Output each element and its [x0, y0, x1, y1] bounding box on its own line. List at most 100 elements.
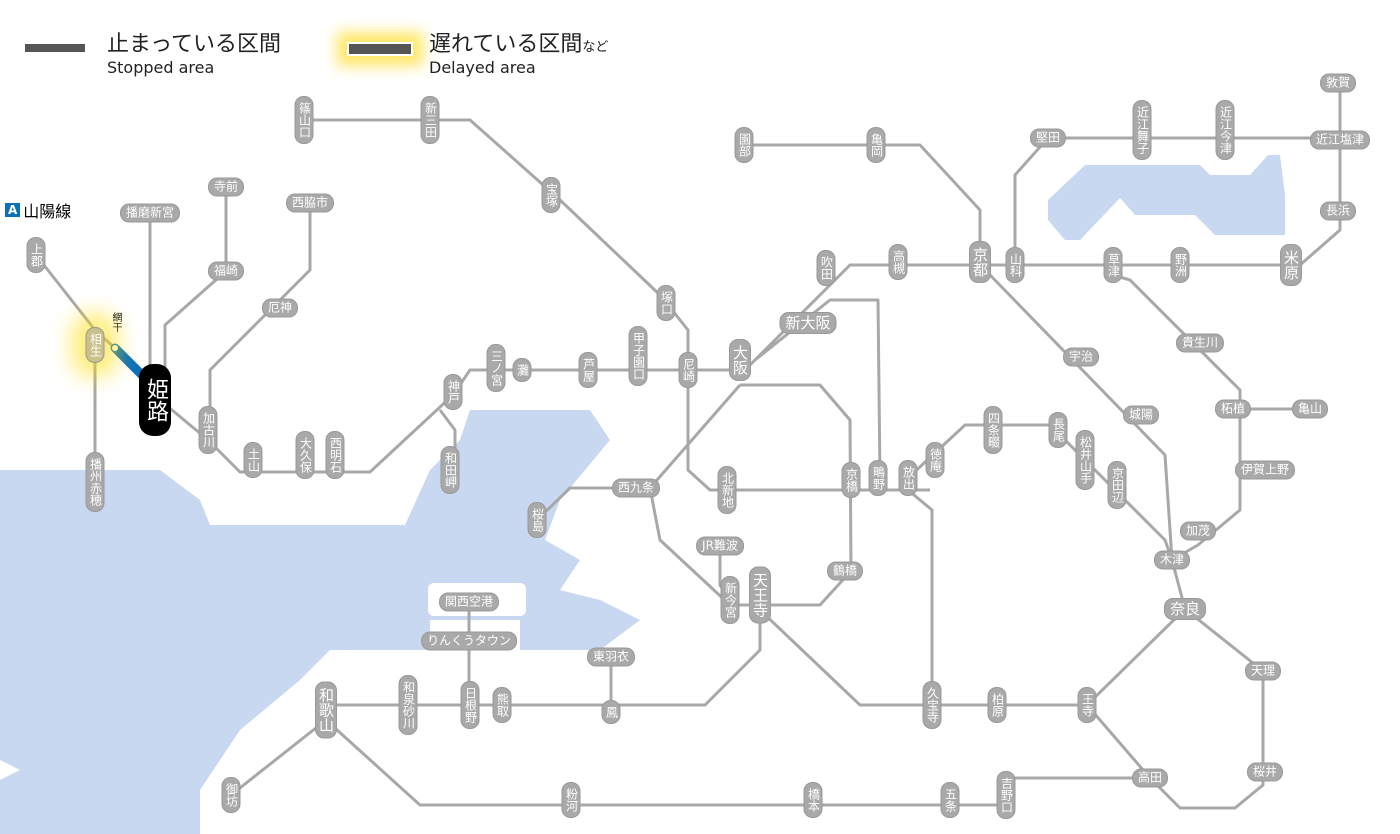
station-jrnamba[interactable]: JR難波: [696, 536, 744, 556]
station-shinsanda[interactable]: 新三田: [420, 96, 440, 144]
station-sannomiya[interactable]: 三ノ宮: [486, 344, 506, 392]
station-kyoto[interactable]: 京都: [969, 241, 991, 283]
station-sonobe[interactable]: 園部: [734, 127, 754, 163]
station-otori[interactable]: 鳳: [601, 700, 621, 724]
station-ashiya[interactable]: 芦屋: [578, 352, 598, 388]
station-himeji[interactable]: 姫路: [139, 364, 171, 436]
station-nada[interactable]: 灘: [512, 358, 532, 382]
station-matsuiyamate[interactable]: 松井山手: [1075, 430, 1095, 490]
station-gojo[interactable]: 五条: [940, 782, 960, 818]
station-tsukaguchi[interactable]: 塚口: [656, 285, 676, 321]
station-banshuako[interactable]: 播州赤穂: [85, 452, 105, 512]
station-kakogawa[interactable]: 加古川: [198, 406, 218, 454]
station-kansaiairport[interactable]: 関西空港: [438, 592, 500, 612]
station-aioi[interactable]: 相生: [85, 327, 105, 363]
station-shijonawate[interactable]: 四条畷: [983, 406, 1003, 454]
station-igaueno[interactable]: 伊賀上野: [1234, 460, 1296, 480]
station-nagao[interactable]: 長尾: [1048, 412, 1068, 448]
station-maibara[interactable]: 米原: [1280, 244, 1302, 286]
station-kyuhoji[interactable]: 久宝寺: [922, 681, 942, 729]
station-nishiakashi[interactable]: 西明石: [325, 431, 345, 479]
station-kyobashi[interactable]: 京橋: [841, 462, 861, 498]
station-rinkutown[interactable]: りんくうタウン: [421, 631, 517, 651]
station-suita[interactable]: 吹田: [816, 250, 836, 286]
rail-line: [324, 718, 1150, 807]
rail-line: [326, 610, 762, 707]
station-yasu[interactable]: 野洲: [1170, 247, 1190, 283]
station-omimaiko[interactable]: 近江舞子: [1132, 100, 1152, 160]
station-nishiwakishi[interactable]: 西脇市: [285, 193, 335, 213]
station-fukusaki[interactable]: 福崎: [207, 261, 245, 281]
station-tokuan[interactable]: 徳庵: [925, 442, 945, 478]
station-tsuruga[interactable]: 敦賀: [1319, 73, 1357, 93]
station-amagasaki[interactable]: 尼崎: [678, 352, 698, 388]
station-kameyama[interactable]: 亀山: [1291, 399, 1329, 419]
station-omiimazu[interactable]: 近江今津: [1215, 100, 1235, 160]
rail-line: [758, 607, 1187, 707]
station-takarazuka[interactable]: 宝塚: [541, 177, 561, 213]
rail-line: [744, 143, 982, 262]
station-sasayamaguchi[interactable]: 篠山口: [294, 96, 314, 144]
station-yamashina[interactable]: 山科: [1005, 247, 1025, 283]
station-gobo[interactable]: 御坊: [221, 777, 241, 813]
station-kokawa[interactable]: 粉河: [561, 782, 581, 818]
station-tenri[interactable]: 天理: [1244, 661, 1282, 681]
station-kumatori[interactable]: 熊取: [492, 687, 512, 723]
station-takada[interactable]: 高田: [1131, 768, 1169, 788]
station-nagahama[interactable]: 長浜: [1319, 201, 1357, 221]
station-sakurajima[interactable]: 桜島: [527, 502, 547, 538]
station-kameoka[interactable]: 亀岡: [866, 127, 886, 163]
station-kobe[interactable]: 神戸: [443, 374, 463, 410]
line-label[interactable]: A 山陽線: [5, 198, 72, 222]
station-higashihagoromo[interactable]: 東羽衣: [586, 647, 636, 667]
station-tsuruhashi[interactable]: 鶴橋: [826, 561, 864, 581]
station-kamigori[interactable]: 上郡: [26, 237, 46, 273]
station-okubo[interactable]: 大久保: [295, 431, 315, 479]
station-oji[interactable]: 王寺: [1077, 687, 1097, 723]
station-tennoji[interactable]: 天王寺: [749, 566, 771, 624]
station-katata[interactable]: 堅田: [1029, 128, 1067, 148]
station-tsuchiyama[interactable]: 土山: [243, 442, 263, 478]
station-koshienguchi[interactable]: 甲子園口: [628, 326, 648, 386]
station-hanaten[interactable]: 放出: [898, 460, 918, 496]
station-kitashinchi[interactable]: 北新地: [717, 466, 737, 514]
rail-line: [686, 370, 930, 492]
station-omishiotsu[interactable]: 近江塩津: [1309, 130, 1371, 150]
station-hineno[interactable]: 日根野: [460, 681, 480, 729]
station-kusatsu[interactable]: 草津: [1103, 247, 1123, 283]
aboshi-terminal-marker: [112, 345, 118, 351]
station-tsuge[interactable]: 柘植: [1214, 399, 1252, 419]
station-izumisunagawa[interactable]: 和泉砂川: [398, 675, 418, 735]
station-hashimoto[interactable]: 橋本: [803, 782, 823, 818]
station-yakujin[interactable]: 厄神: [261, 298, 299, 318]
line-name: 山陽線: [23, 202, 72, 221]
station-kizu[interactable]: 木津: [1153, 550, 1191, 570]
station-kibukawa[interactable]: 貴生川: [1175, 333, 1225, 353]
legend-delayed-ja: 遅れている区間: [429, 32, 583, 57]
station-wakayama[interactable]: 和歌山: [315, 681, 337, 739]
station-shinosaka[interactable]: 新大阪: [779, 312, 837, 334]
station-wadamisaki[interactable]: 和田岬: [440, 446, 460, 494]
station-yoshinoguchi[interactable]: 吉野口: [996, 771, 1016, 819]
station-shinimamiya[interactable]: 新今宮: [720, 576, 740, 624]
station-uji[interactable]: 宇治: [1062, 347, 1100, 367]
station-teramae[interactable]: 寺前: [207, 177, 245, 197]
station-joyo[interactable]: 城陽: [1122, 405, 1160, 425]
station-nara[interactable]: 奈良: [1163, 598, 1207, 620]
station-harimashingu[interactable]: 播磨新宮: [119, 203, 181, 223]
rail-line: [906, 423, 1174, 561]
station-sakurai[interactable]: 桜井: [1246, 762, 1284, 782]
station-nishikujo[interactable]: 西九条: [611, 478, 661, 498]
legend-stopped-en: Stopped area: [107, 58, 215, 77]
station-kamo[interactable]: 加茂: [1179, 521, 1217, 541]
station-osaka[interactable]: 大阪: [729, 339, 751, 381]
station-takatsuki[interactable]: 高槻: [888, 244, 908, 280]
station-kashiwara[interactable]: 柏原: [987, 687, 1007, 723]
station-shigino[interactable]: 鴫野: [868, 460, 888, 496]
legend-delayed-suffix: など: [582, 40, 609, 55]
osaka-bay: [0, 410, 640, 834]
rail-line: [230, 718, 327, 797]
rail-line: [648, 383, 853, 607]
station-kyotanabe[interactable]: 京田辺: [1107, 461, 1127, 509]
